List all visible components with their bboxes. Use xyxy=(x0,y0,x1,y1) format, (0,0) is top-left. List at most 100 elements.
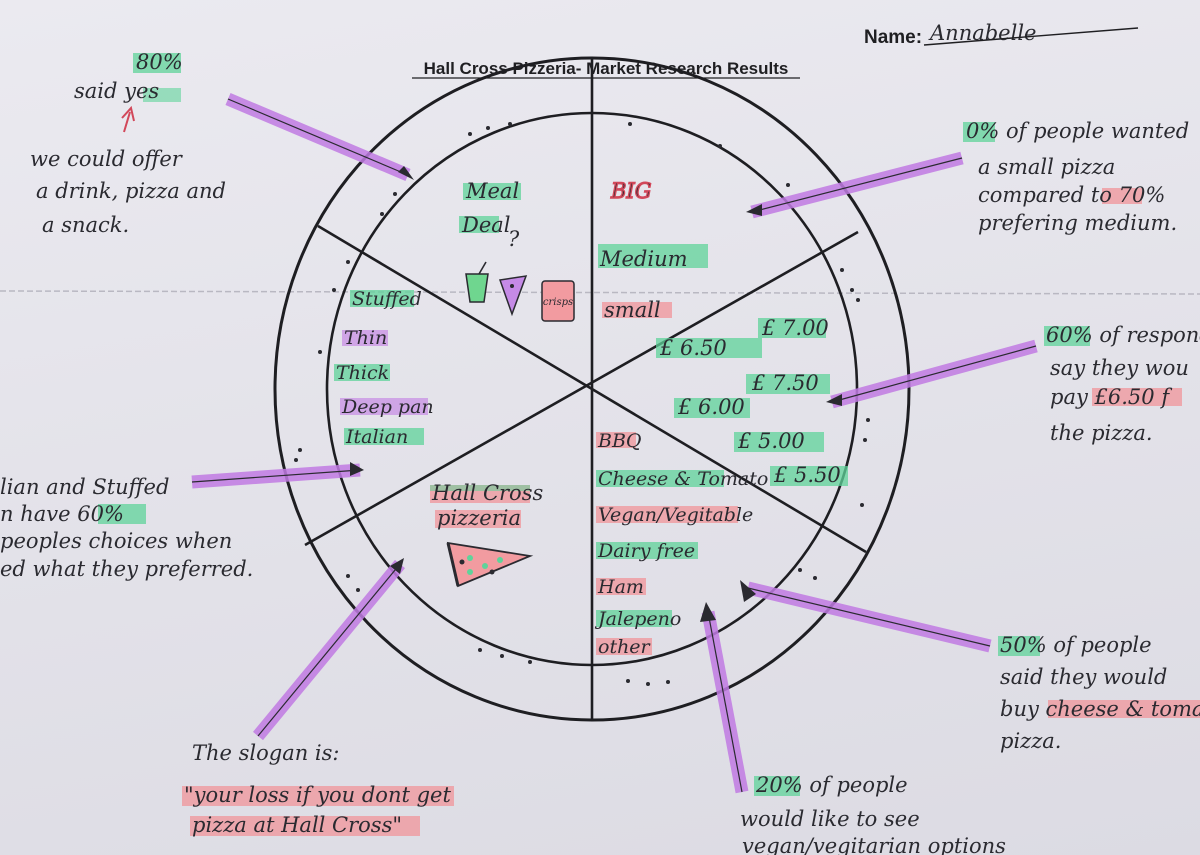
meal-deal-percent: 80% xyxy=(136,50,183,74)
name-underline xyxy=(923,27,1139,46)
size-note-line1: 0% of people wanted xyxy=(966,119,1189,143)
drink-cup-icon xyxy=(465,261,489,303)
segment-crust: Stuffed Thin Thick Deep pan Italian xyxy=(334,288,434,448)
annotation-vegan: 20% of people would like to see vegan/ve… xyxy=(740,773,1006,855)
topping-item: Vegan/Vegitable xyxy=(598,504,753,526)
arrow-vegan xyxy=(700,602,749,794)
name-label: Name: xyxy=(864,27,922,48)
segment-meal-deal: Meal Deal ? crisps xyxy=(459,179,575,322)
meal-deal-note-line2: a drink, pizza and xyxy=(36,179,226,203)
arrow-up-icon xyxy=(121,105,135,133)
price-5-00: £ 5.00 xyxy=(737,429,805,453)
price-7-50: £ 7.50 xyxy=(751,371,819,395)
price-6-50: £ 6.50 xyxy=(659,336,727,360)
vegan-note-line2: would like to see xyxy=(740,807,920,831)
price-note-line4: the pizza. xyxy=(1050,421,1153,445)
size-note-line2: a small pizza xyxy=(978,155,1115,179)
crust-dots xyxy=(294,122,870,686)
meal-deal-line2: Deal xyxy=(461,213,511,237)
highlight-green xyxy=(674,398,750,418)
size-small: small xyxy=(604,298,661,322)
annotation-meal-deal: 80% said yes we could offer a drink, piz… xyxy=(30,50,226,237)
vegan-note-line1: 20% of people xyxy=(755,773,908,797)
annotation-crust: lian and Stuffed n have 60% peoples choi… xyxy=(0,475,253,581)
segment-sizes: BIG Medium small xyxy=(598,178,708,322)
crust-item: Stuffed xyxy=(352,288,422,310)
crust-note-line2: n have 60% xyxy=(0,502,124,526)
topping-item: Jalepeno xyxy=(594,608,681,630)
size-big: BIG xyxy=(610,179,652,203)
highlight-green xyxy=(459,216,499,233)
cheese-note-line4: pizza. xyxy=(1000,729,1061,753)
crust-item: Deep pan xyxy=(341,396,434,418)
arrow-size xyxy=(746,151,964,219)
arrow-crust xyxy=(191,462,364,489)
topping-item: Ham xyxy=(597,576,644,598)
segment-toppings: BBQ Cheese & Tomato Vegan/Vegitable Dair… xyxy=(594,430,768,658)
crisps-packet-icon: crisps xyxy=(541,280,575,322)
pointer-arrows xyxy=(191,93,1038,794)
meal-deal-note-line1: we could offer xyxy=(30,147,184,171)
segment-prices: £ 6.50 £ 7.00 £ 7.50 £ 6.00 £ 5.00 £ 5.5… xyxy=(656,316,848,487)
crust-note-line3: peoples choices when xyxy=(0,529,232,553)
price-note-line1: 60% of responda xyxy=(1046,323,1200,347)
topping-item: Cheese & Tomato xyxy=(598,468,768,490)
meal-deal-said-yes: said yes xyxy=(74,79,159,103)
highlight-green xyxy=(746,374,830,394)
highlight-green xyxy=(758,318,826,338)
worksheet-title: Hall Cross Pizzeria- Market Research Res… xyxy=(424,59,789,78)
crust-item: Thick xyxy=(336,362,389,384)
crust-note-line4: ed what they preferred. xyxy=(0,557,253,581)
annotation-size: 0% of people wanted a small pizza compar… xyxy=(963,119,1189,235)
meal-deal-note-line3: a snack. xyxy=(42,213,129,237)
topping-item: other xyxy=(598,636,652,658)
annotation-slogan: The slogan is: "your loss if you dont ge… xyxy=(182,741,454,837)
arrow-price xyxy=(826,339,1038,409)
highlight-green xyxy=(734,432,824,452)
paper-fold-line xyxy=(0,290,1200,295)
slogan-line2: pizza at Hall Cross" xyxy=(192,813,402,837)
pizza-slice-icon xyxy=(446,541,534,588)
logo-line2: pizzeria xyxy=(437,506,521,530)
crisps-label: crisps xyxy=(543,297,573,308)
arrow-cheese xyxy=(740,580,992,653)
highlight-green xyxy=(656,338,762,358)
annotation-price: 60% of responda say they wou pay £6.50 f… xyxy=(1044,323,1200,445)
pizza-slice-icon xyxy=(498,275,528,317)
highlight-green xyxy=(463,183,521,200)
price-6-00: £ 6.00 xyxy=(677,395,745,419)
wheel-divider-diagonal-b xyxy=(304,230,859,547)
topping-item: Dairy free xyxy=(597,540,695,562)
crust-item: Italian xyxy=(345,426,408,448)
meal-deal-line1: Meal xyxy=(465,179,519,203)
crust-note-line1: lian and Stuffed xyxy=(0,475,169,499)
arrow-meal-deal xyxy=(225,93,414,181)
highlight-green xyxy=(598,244,708,268)
meal-deal-question: ? xyxy=(508,227,520,251)
price-note-line2: say they wou xyxy=(1050,356,1189,380)
size-note-line3: compared to 70% xyxy=(978,183,1165,207)
name-value: Annabelle xyxy=(928,21,1036,45)
vegan-note-line3: vegan/vegitarian options xyxy=(742,834,1006,855)
price-5-50: £ 5.50 xyxy=(773,463,841,487)
annotation-cheese-tomato: 50% of people said they would buy cheese… xyxy=(998,633,1200,753)
pizza-wheel xyxy=(273,56,911,722)
price-note-line3: pay £6.50 f xyxy=(1050,385,1172,409)
size-medium: Medium xyxy=(599,247,688,271)
wheel-divider-diagonal-a xyxy=(317,224,867,554)
highlight-green xyxy=(770,466,848,486)
price-7-00: £ 7.00 xyxy=(761,316,829,340)
logo-line1: Hall Cross xyxy=(431,481,543,505)
slogan-label: The slogan is: xyxy=(192,741,340,765)
crust-item: Thin xyxy=(344,327,387,349)
highlight-pink xyxy=(602,302,672,318)
size-note-line4: prefering medium. xyxy=(978,211,1177,235)
arrow-slogan xyxy=(252,558,406,741)
topping-item: BBQ xyxy=(597,430,642,452)
cheese-note-line3: buy cheese & toma xyxy=(1000,697,1200,721)
slogan-line1: "your loss if you dont get xyxy=(184,783,451,807)
cheese-note-line2: said they would xyxy=(1000,665,1167,689)
segment-logo: Hall Cross pizzeria xyxy=(430,481,543,588)
cheese-note-line1: 50% of people xyxy=(1000,633,1152,657)
